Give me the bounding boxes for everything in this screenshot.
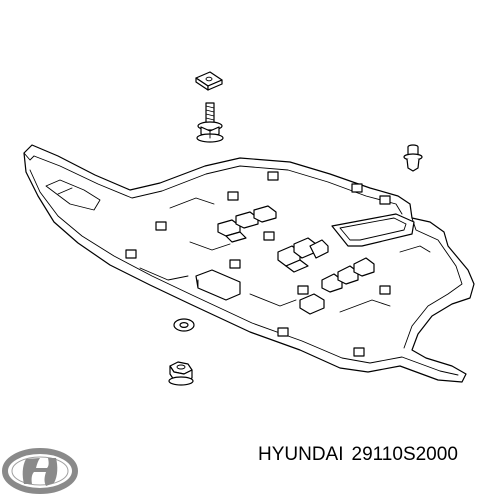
boss: [297, 285, 309, 295]
flange-bolt: [196, 102, 224, 143]
boss: [379, 285, 391, 295]
boss: [227, 191, 239, 201]
hyundai-logo: [2, 448, 78, 494]
flat-washer: [173, 318, 195, 332]
part-number-label: 29110S2000: [351, 444, 458, 465]
push-pin-fastener: [403, 144, 423, 172]
boss: [379, 195, 391, 205]
part-caption: HYUNDAI 29110S2000: [258, 440, 490, 470]
square-clip: [195, 71, 223, 91]
boss: [229, 259, 241, 269]
vent-slots-upper: [217, 205, 277, 243]
flange-nut: [168, 361, 194, 386]
boss: [263, 231, 275, 241]
boss: [353, 347, 365, 357]
vent-slots-lower: [299, 257, 375, 315]
boss: [125, 249, 137, 259]
boss: [155, 221, 167, 231]
vent-slots-middle: [277, 237, 329, 273]
boss: [267, 171, 279, 181]
boss: [351, 183, 363, 193]
brand-label: HYUNDAI: [258, 444, 344, 465]
boss: [277, 327, 289, 337]
under-cover-panel: [23, 144, 475, 383]
